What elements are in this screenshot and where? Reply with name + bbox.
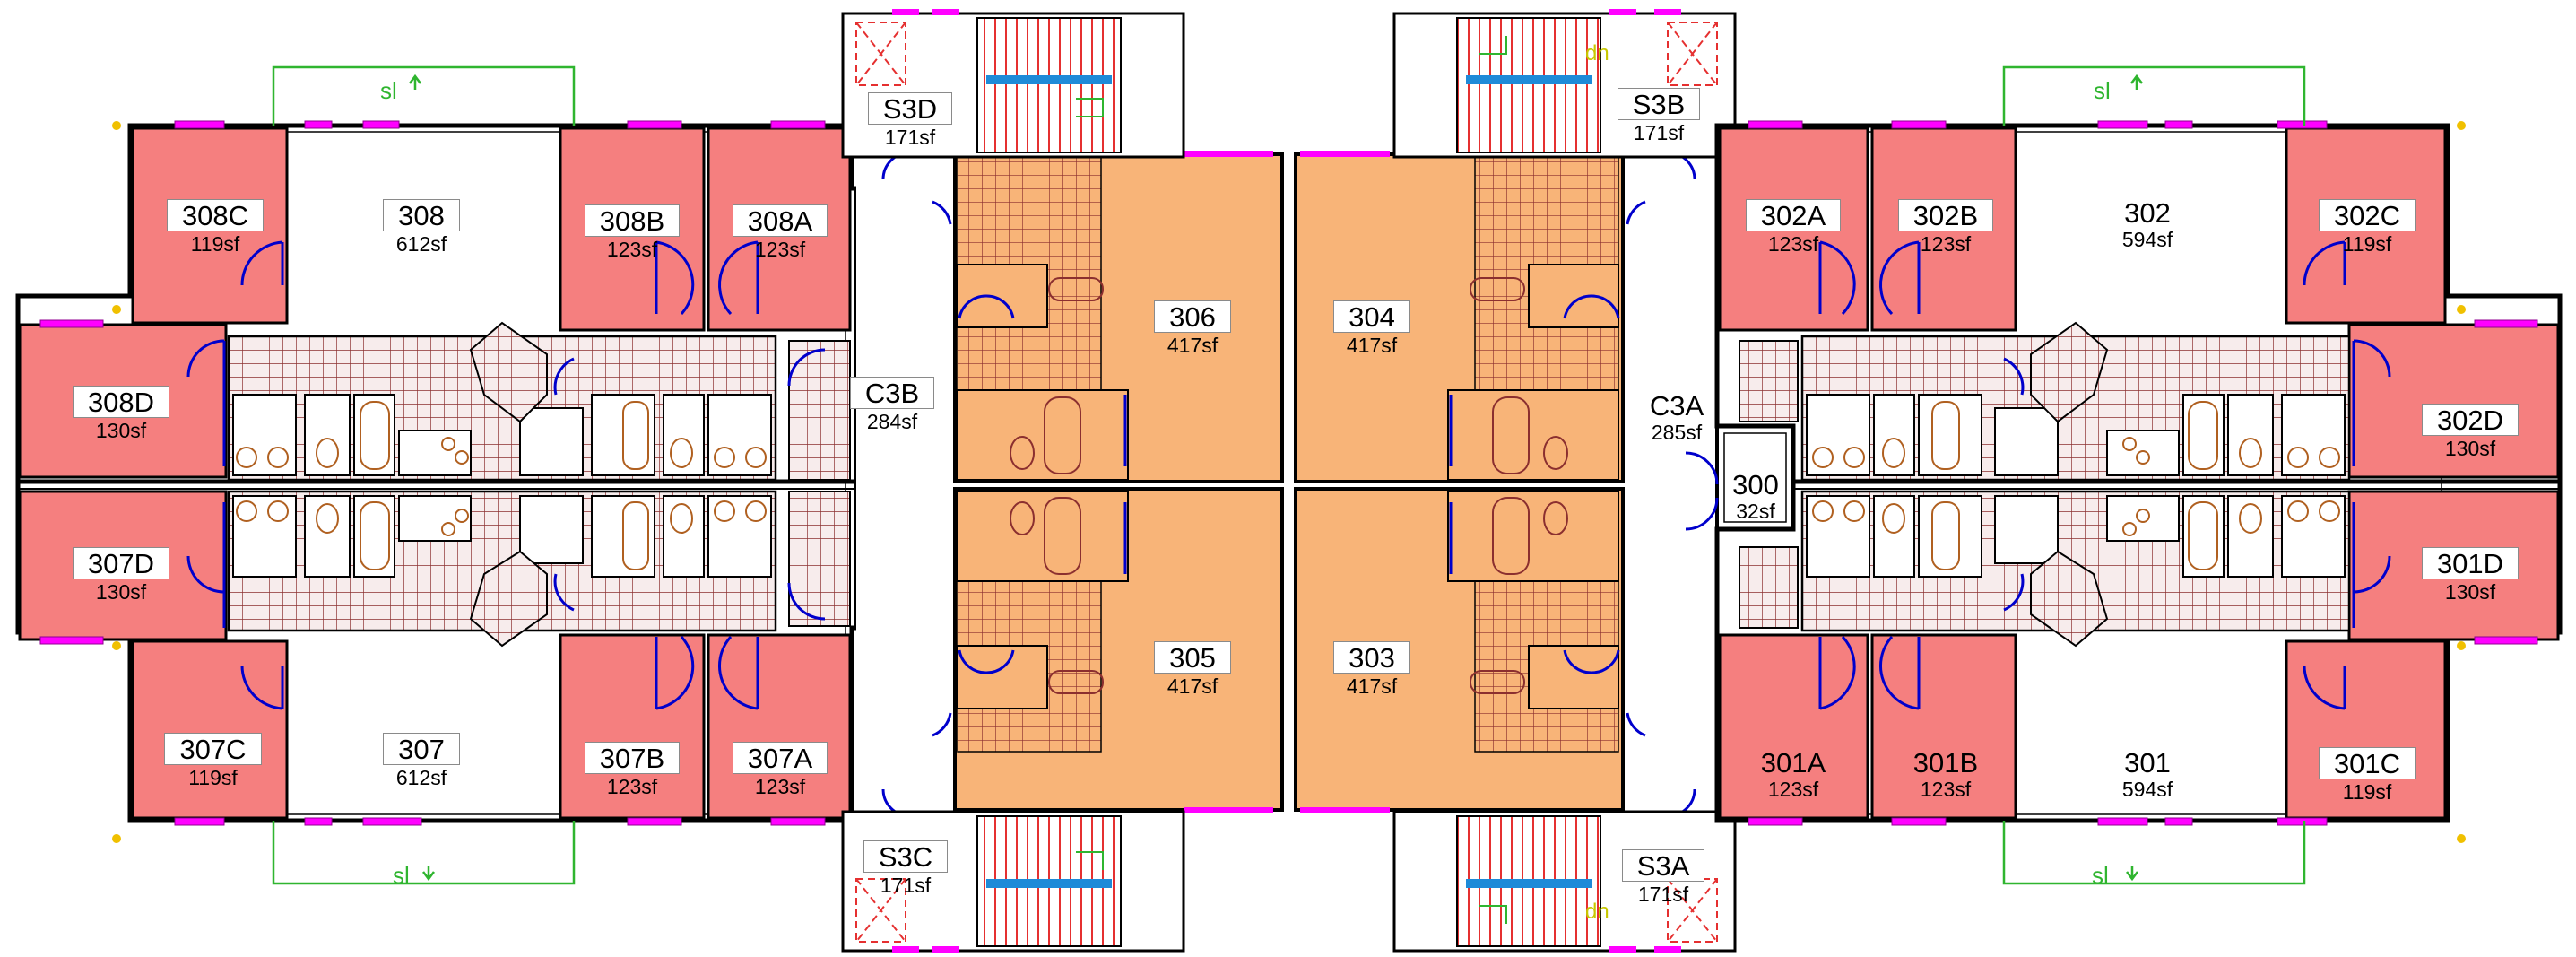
room-307C <box>131 639 289 820</box>
dn-label-top: dn <box>1585 41 1609 65</box>
room-302D <box>2347 323 2560 479</box>
sl-label-308: sl <box>380 77 397 104</box>
sl-label-307: sl <box>393 862 410 889</box>
center-core <box>841 9 1795 953</box>
sl-label-302: sl <box>2094 77 2111 104</box>
dn-label-bottom: dn <box>1585 900 1609 924</box>
room-301B <box>1870 633 2017 820</box>
left-wing <box>15 65 859 885</box>
room-301C <box>2285 639 2447 820</box>
room-307B <box>559 633 706 820</box>
stair-flights <box>976 17 1601 947</box>
sl-label-301: sl <box>2092 862 2109 889</box>
room-301A <box>1718 633 1869 820</box>
right-wing <box>1714 65 2563 885</box>
room-307A <box>707 633 852 820</box>
